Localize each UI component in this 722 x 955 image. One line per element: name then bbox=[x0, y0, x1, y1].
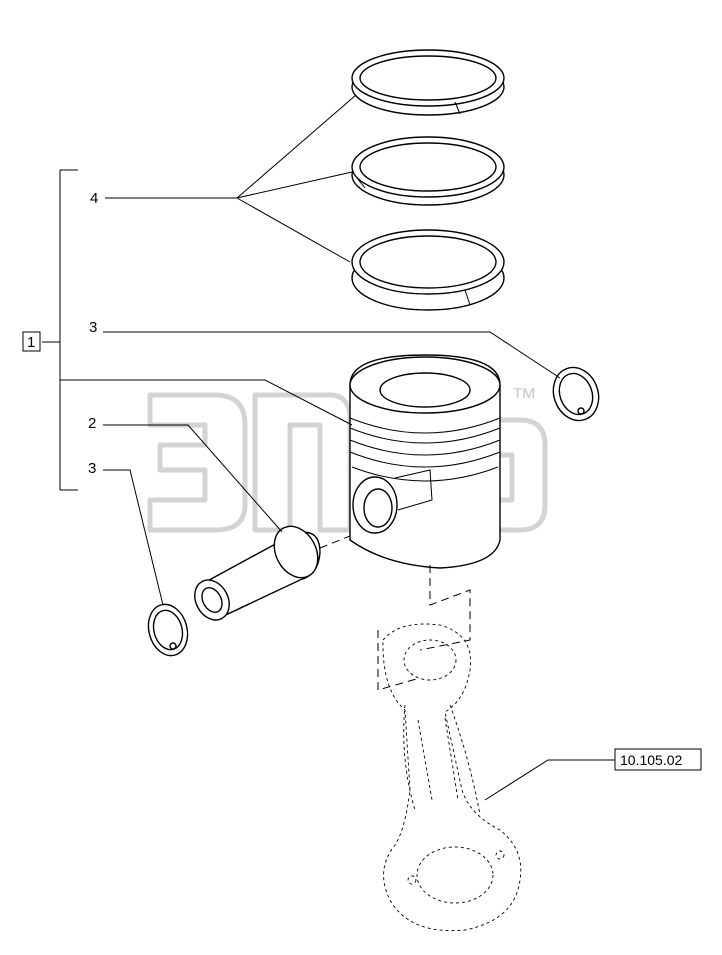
watermark-trademark: ™ bbox=[511, 382, 537, 412]
callout-3-upper: 3 bbox=[89, 319, 97, 336]
callout-3-lower: 3 bbox=[88, 460, 96, 477]
circlip-lower bbox=[147, 603, 189, 657]
callout-4: 4 bbox=[90, 190, 98, 207]
callout-box-1 bbox=[22, 331, 41, 352]
reference-box[interactable] bbox=[614, 748, 702, 771]
leader-lines bbox=[60, 94, 615, 801]
piston-ring-top bbox=[351, 49, 505, 116]
circlip-upper bbox=[552, 366, 600, 422]
reference-label[interactable]: 10.105.02 bbox=[620, 752, 682, 768]
piston-ring-bottom bbox=[351, 229, 505, 311]
piston-ring-middle bbox=[351, 136, 505, 206]
piston-pin bbox=[194, 525, 321, 621]
group-bracket bbox=[42, 169, 78, 491]
piston bbox=[349, 354, 501, 569]
callout-1: 1 bbox=[27, 334, 35, 351]
connecting-rod bbox=[382, 623, 522, 932]
callout-2: 2 bbox=[88, 415, 96, 432]
assembly-axis-lines bbox=[319, 535, 471, 691]
